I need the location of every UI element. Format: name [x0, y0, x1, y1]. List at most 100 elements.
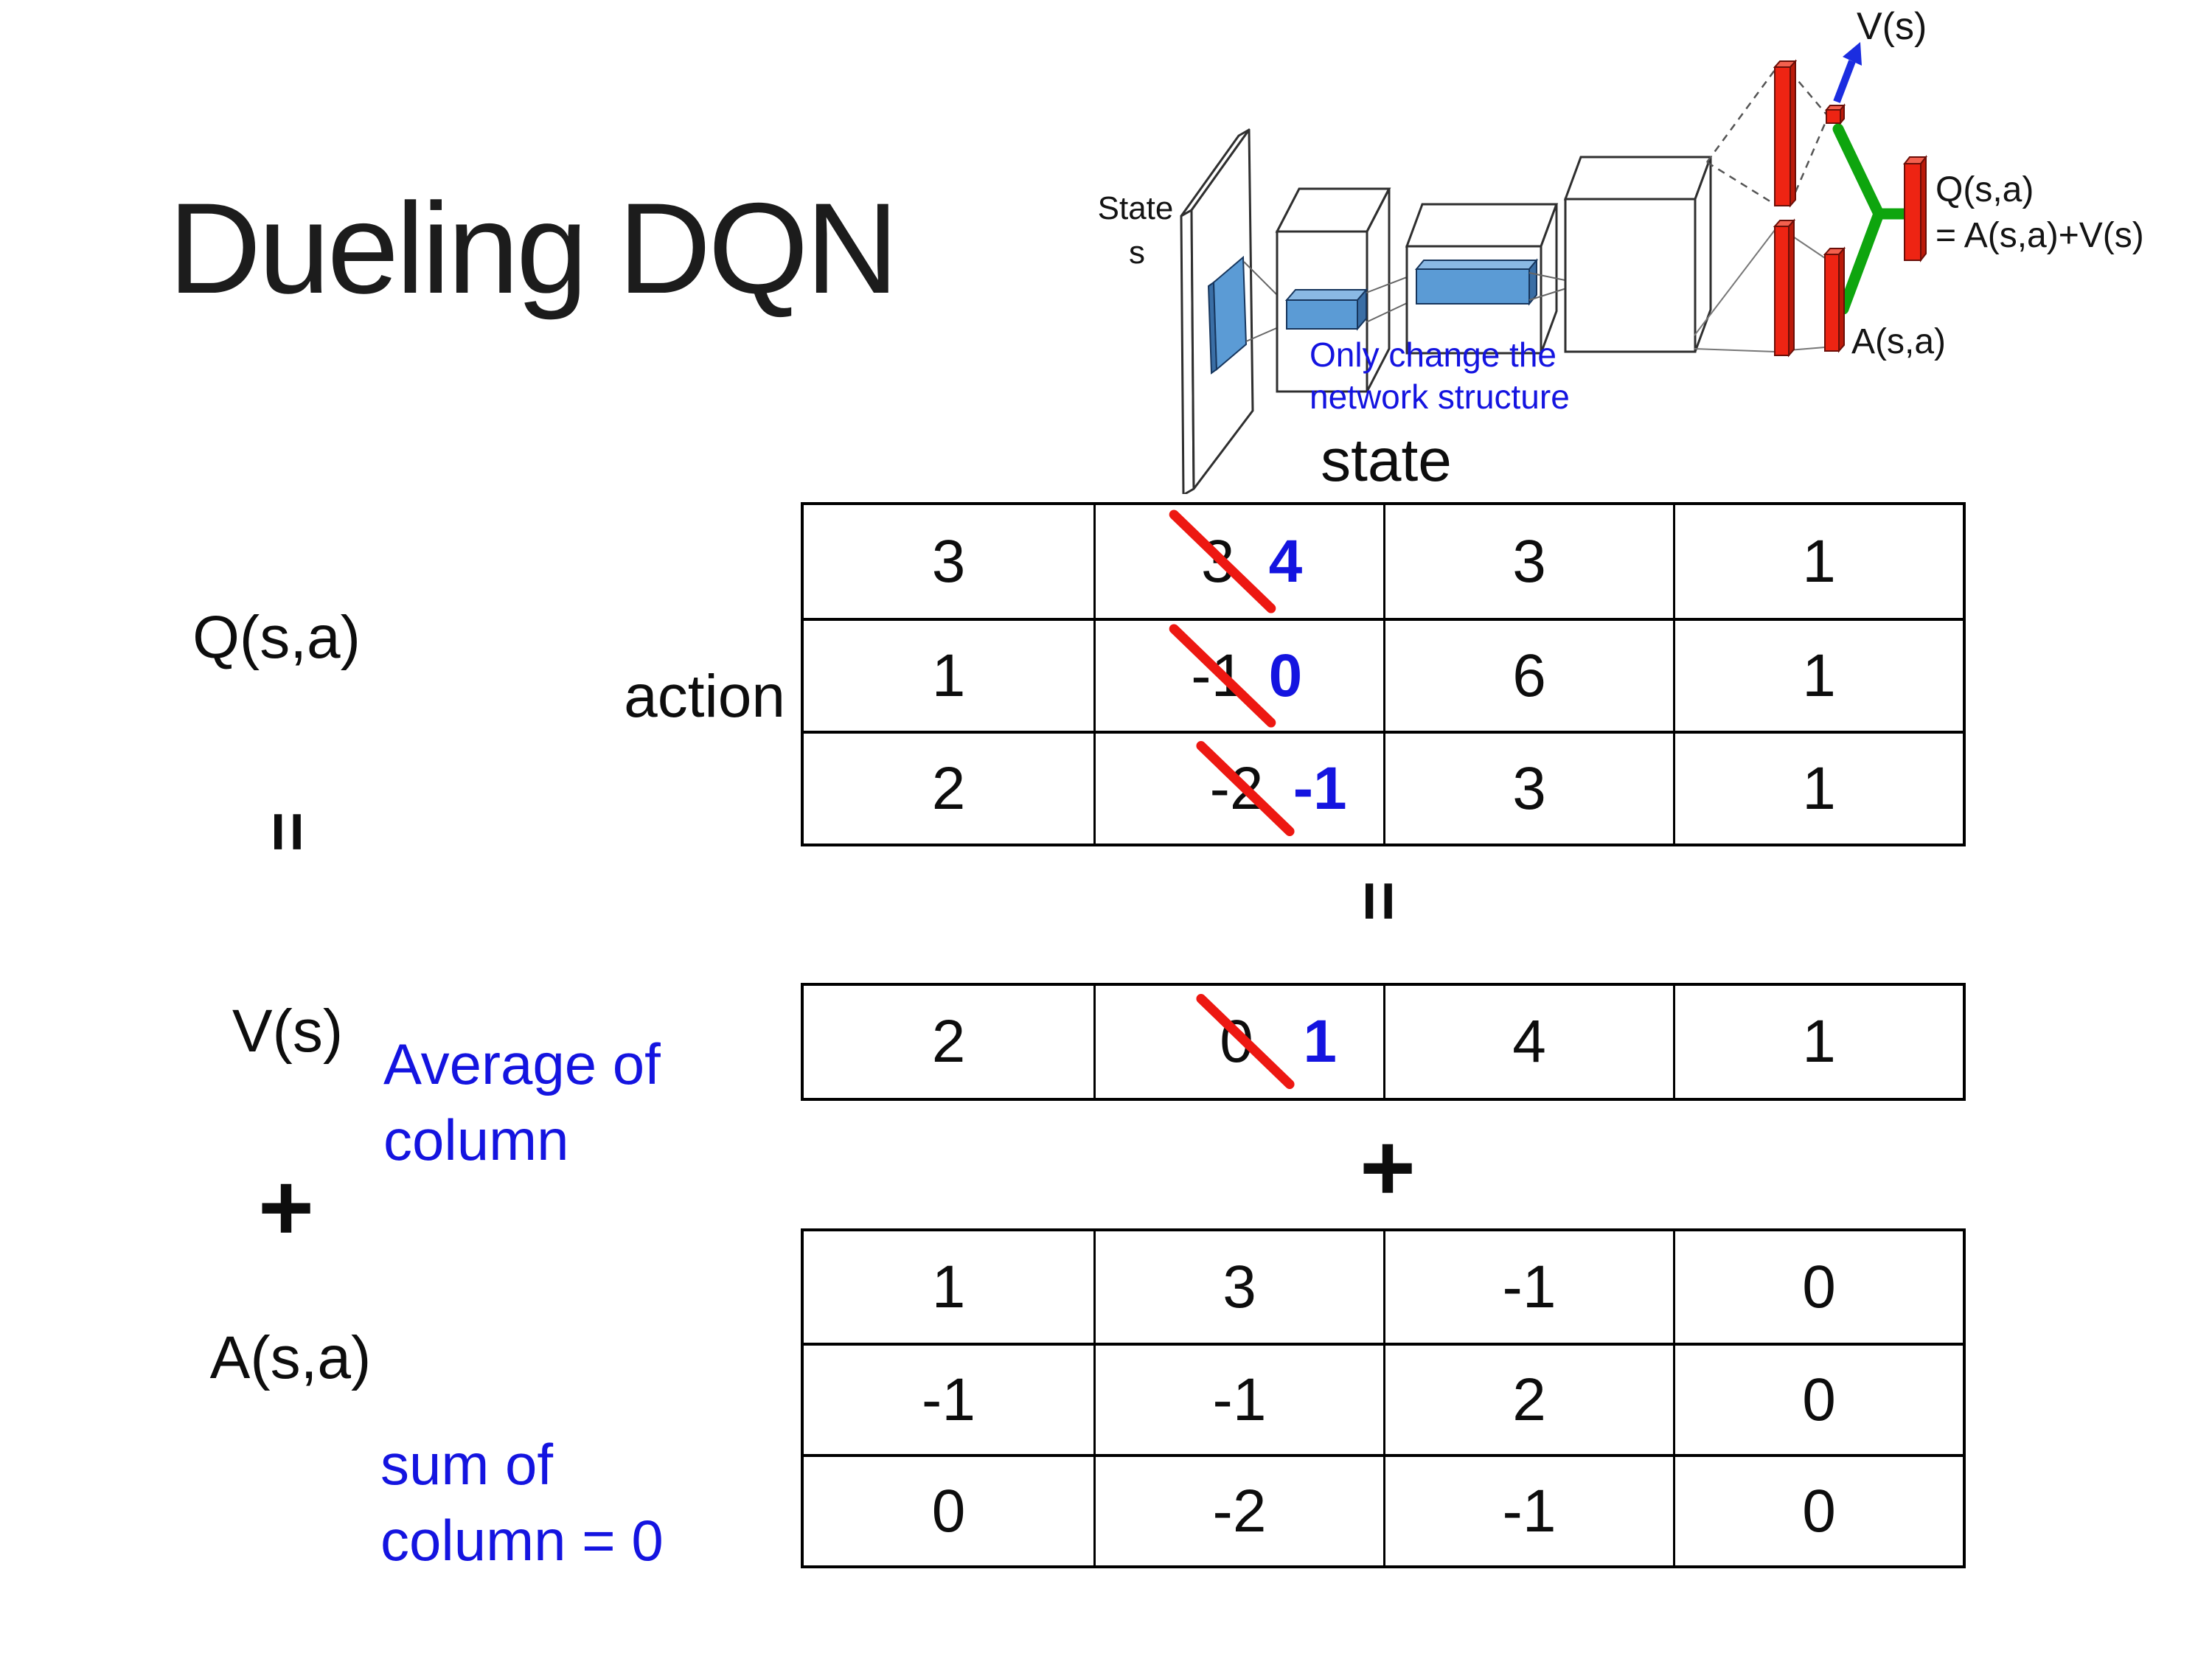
new-value: 1 — [1303, 1008, 1337, 1075]
a-cell: -1 — [1093, 1343, 1383, 1454]
cell-value: -1 — [1212, 1366, 1267, 1433]
cell-value: 0 — [1802, 1477, 1836, 1545]
average-note-line1: Average of — [383, 1032, 661, 1096]
diagram-state-label: State — [1098, 190, 1174, 226]
q-cell: 3 — [1383, 505, 1673, 618]
sum-note-line2: column = 0 — [380, 1508, 664, 1573]
cell-value: 0 — [931, 1477, 966, 1545]
equals-operator-left: = — [249, 797, 327, 867]
cell-value: -1 — [922, 1366, 975, 1433]
average-of-column-note: Average of column — [383, 1026, 661, 1178]
a-cell: -1 — [1383, 1454, 1673, 1565]
new-value: 0 — [1268, 641, 1303, 709]
q-cell: 1 — [1673, 731, 1963, 844]
sum-note-line1: sum of — [380, 1432, 554, 1497]
cell-value: 1 — [1802, 1008, 1836, 1075]
advantage-stream-connections — [1694, 229, 1826, 352]
plus-operator-left: + — [258, 1159, 314, 1255]
q-cell-crossed: -1 0 — [1093, 618, 1383, 731]
a-cell: -2 — [1093, 1454, 1383, 1565]
a-matrix-label: A(s,a) — [209, 1324, 372, 1391]
q-cell-crossed: -2 -1 — [1093, 731, 1383, 844]
a-cell: 0 — [1673, 1343, 1963, 1454]
v-cell: 2 — [804, 986, 1093, 1098]
plus-glyph: + — [258, 1153, 314, 1261]
feature-slab-1 — [1284, 288, 1368, 331]
cell-value: 1 — [1802, 641, 1836, 709]
cell-value: 1 — [931, 1253, 966, 1321]
value-output-arrow — [1833, 42, 1862, 103]
advantage-vector-bar — [1823, 246, 1846, 353]
v-matrix-label: V(s) — [232, 998, 344, 1065]
action-axis-label: action — [624, 663, 785, 730]
state-axis-label: state — [1321, 427, 1452, 494]
q-cell: 1 — [1673, 505, 1963, 618]
value-stream-connections — [1705, 69, 1828, 206]
cell-value: 1 — [931, 641, 966, 709]
cell-value: 3 — [1222, 1253, 1256, 1321]
diagram-q-label-line2: = A(s,a)+V(s) — [1935, 216, 2144, 255]
diagram-note-line1: Only change the — [1310, 335, 1557, 374]
a-cell: 0 — [1673, 1231, 1963, 1343]
cell-value: 3 — [931, 527, 966, 595]
a-cell: -1 — [804, 1343, 1093, 1454]
cell-value: 1 — [1802, 527, 1836, 595]
cell-value: 2 — [1512, 1366, 1546, 1433]
cell-value: 0 — [1802, 1253, 1836, 1321]
v-cell: 1 — [1673, 986, 1963, 1098]
q-output-bar — [1902, 155, 1928, 262]
cell-value: 3 — [1512, 527, 1546, 595]
dueling-network-diagram: State s V(s) Q(s,a) = A(s,a)+V(s) A(s,a)… — [1098, 5, 2144, 494]
v-cell: 4 — [1383, 986, 1673, 1098]
advantage-hidden-bar — [1773, 218, 1796, 358]
q-cell: 6 — [1383, 618, 1673, 731]
aggregation-connector — [1832, 123, 1912, 315]
equals-glyph: = — [1340, 880, 1419, 922]
a-cell: 3 — [1093, 1231, 1383, 1343]
sum-of-column-note: sum of column = 0 — [380, 1427, 664, 1579]
diagram-note-line2: network structure — [1310, 378, 1570, 416]
page-title: Dueling DQN — [168, 177, 899, 321]
cell-value: 1 — [1802, 754, 1836, 822]
cell-value: -2 — [1212, 1477, 1267, 1545]
value-hidden-bar — [1773, 59, 1798, 208]
cell-value: 3 — [1512, 754, 1546, 822]
q-cell: 3 — [1383, 731, 1673, 844]
a-cell: -1 — [1383, 1231, 1673, 1343]
q-value-table: 3 3 4 3 1 1 -1 0 6 1 2 -2 -1 3 1 — [801, 502, 1966, 846]
average-note-line2: column — [383, 1107, 569, 1172]
q-matrix-label: Q(s,a) — [192, 604, 361, 671]
a-cell: 0 — [804, 1454, 1093, 1565]
diagram-state-s-label: s — [1129, 234, 1145, 271]
q-cell: 1 — [1673, 618, 1963, 731]
diagram-q-label-line1: Q(s,a) — [1935, 170, 2034, 209]
cell-value: 4 — [1512, 1008, 1546, 1075]
equals-operator-center: = — [1340, 866, 1419, 936]
cell-value: -1 — [1502, 1253, 1557, 1321]
v-value-table: 2 0 1 4 1 — [801, 983, 1966, 1101]
a-cell: 0 — [1673, 1454, 1963, 1565]
cell-value: 2 — [931, 754, 966, 822]
conv-filter-patch — [1207, 255, 1248, 375]
equals-glyph: = — [248, 811, 327, 852]
value-scalar-node — [1824, 103, 1846, 125]
fc-box — [1563, 156, 1713, 353]
new-value: 4 — [1268, 527, 1303, 595]
cell-value: 6 — [1512, 641, 1546, 709]
a-value-table: 1 3 -1 0 -1 -1 2 0 0 -2 -1 0 — [801, 1228, 1966, 1568]
q-cell: 1 — [804, 618, 1093, 731]
q-cell-crossed: 3 4 — [1093, 505, 1383, 618]
a-cell: 2 — [1383, 1343, 1673, 1454]
cell-value: -1 — [1502, 1477, 1557, 1545]
feature-slab-2 — [1414, 258, 1539, 306]
v-cell-crossed: 0 1 — [1093, 986, 1383, 1098]
diagram-advantage-label: A(s,a) — [1851, 322, 1946, 361]
diagram-vs-label: V(s) — [1857, 5, 1927, 48]
plus-operator-center: + — [1360, 1119, 1416, 1215]
cell-value: 0 — [1802, 1366, 1836, 1433]
a-cell: 1 — [804, 1231, 1093, 1343]
q-cell: 2 — [804, 731, 1093, 844]
cell-value: 2 — [931, 1008, 966, 1075]
q-cell: 3 — [804, 505, 1093, 618]
new-value: -1 — [1293, 754, 1347, 822]
